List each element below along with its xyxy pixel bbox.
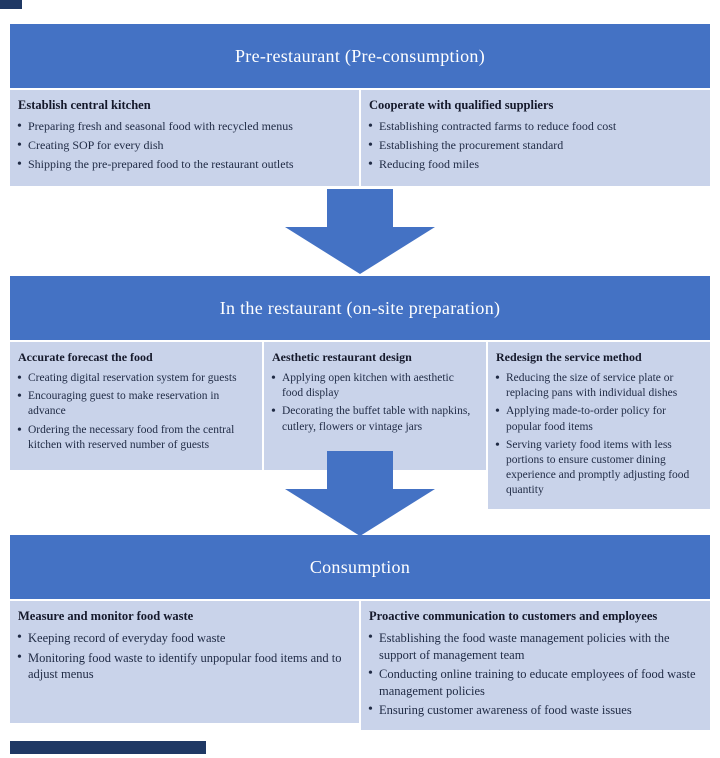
flow-diagram: Pre-restaurant (Pre-consumption) Establi… <box>10 0 710 730</box>
column-accurate-forecast: Accurate forecast the food Creating digi… <box>10 342 262 470</box>
down-arrow-icon <box>285 188 435 274</box>
column-proactive-communication: Proactive communication to customers and… <box>361 601 710 730</box>
bullet-item: Encouraging guest to make reservation in… <box>16 388 252 419</box>
flow-arrow-2 <box>10 450 710 536</box>
section-pre-restaurant: Pre-restaurant (Pre-consumption) Establi… <box>10 24 710 186</box>
section-title-text: Consumption <box>309 556 411 577</box>
bullet-item: Creating SOP for every dish <box>16 137 349 155</box>
bullet-list: Applying open kitchen with aesthetic foo… <box>270 370 476 435</box>
bullet-item: Ensuring customer awareness of food wast… <box>367 701 700 719</box>
section-title-pre-restaurant: Pre-restaurant (Pre-consumption) <box>10 24 710 88</box>
section-title-consumption: Consumption <box>10 535 710 600</box>
bullet-item: Reducing food miles <box>367 156 700 174</box>
bullet-list: Preparing fresh and seasonal food with r… <box>16 118 349 174</box>
section-body-in-restaurant: Accurate forecast the food Creating digi… <box>10 342 710 510</box>
bullet-item: Decorating the buffet table with napkins… <box>270 403 476 434</box>
column-heading: Redesign the service method <box>496 350 642 364</box>
column-measure-monitor: Measure and monitor food waste Keeping r… <box>10 601 359 724</box>
down-arrow-icon <box>285 450 435 536</box>
column-heading: Aesthetic restaurant design <box>272 350 412 364</box>
bullet-list: Reducing the size of service plate or re… <box>494 370 700 499</box>
bullet-list: Establishing contracted farms to reduce … <box>367 118 700 174</box>
bullet-item: Monitoring food waste to identify unpopu… <box>16 649 349 683</box>
section-body-consumption: Measure and monitor food waste Keeping r… <box>10 601 710 730</box>
section-title-text: Pre-restaurant (Pre-consumption) <box>234 45 486 66</box>
bullet-item: Serving variety food items with less por… <box>494 437 700 499</box>
bullet-list: Keeping record of everyday food waste Mo… <box>16 629 349 683</box>
bullet-item: Conducting online training to educate em… <box>367 665 700 699</box>
top-left-border-artifact <box>0 0 22 9</box>
column-cooperate-suppliers: Cooperate with qualified suppliers Estab… <box>361 90 710 186</box>
bottom-left-border-bar <box>10 741 206 754</box>
column-aesthetic-design: Aesthetic restaurant design Applying ope… <box>264 342 486 470</box>
bullet-item: Applying open kitchen with aesthetic foo… <box>270 370 476 401</box>
section-title-in-restaurant: In the restaurant (on-site preparation) <box>10 276 710 340</box>
bullet-item: Applying made-to-order policy for popula… <box>494 403 700 434</box>
bullet-item: Creating digital reservation system for … <box>16 370 252 389</box>
bullet-item: Reducing the size of service plate or re… <box>494 370 700 401</box>
bullet-item: Keeping record of everyday food waste <box>16 629 349 647</box>
bullet-list: Establishing the food waste management p… <box>367 629 700 719</box>
bullet-item: Establishing contracted farms to reduce … <box>367 118 700 136</box>
section-in-restaurant: In the restaurant (on-site preparation) … <box>10 276 710 510</box>
column-heading: Proactive communication to customers and… <box>369 609 658 624</box>
bullet-item: Establishing the procurement standard <box>367 137 700 155</box>
bullet-item: Establishing the food waste management p… <box>367 629 700 663</box>
bullet-item: Shipping the pre-prepared food to the re… <box>16 156 349 174</box>
column-heading: Measure and monitor food waste <box>18 609 194 624</box>
bullet-item: Ordering the necessary food from the cen… <box>16 422 252 453</box>
section-body-pre-restaurant: Establish central kitchen Preparing fres… <box>10 90 710 186</box>
bullet-list: Creating digital reservation system for … <box>16 370 252 453</box>
bullet-item: Preparing fresh and seasonal food with r… <box>16 118 349 136</box>
column-heading: Cooperate with qualified suppliers <box>369 98 554 112</box>
section-consumption: Consumption Measure and monitor food was… <box>10 535 710 730</box>
column-heading: Establish central kitchen <box>18 98 151 112</box>
section-title-text: In the restaurant (on-site preparation) <box>219 297 501 318</box>
column-redesign-service: Redesign the service method Reducing the… <box>488 342 710 510</box>
column-establish-central-kitchen: Establish central kitchen Preparing fres… <box>10 90 359 186</box>
flow-arrow-1 <box>10 186 710 276</box>
column-heading: Accurate forecast the food <box>18 350 153 364</box>
